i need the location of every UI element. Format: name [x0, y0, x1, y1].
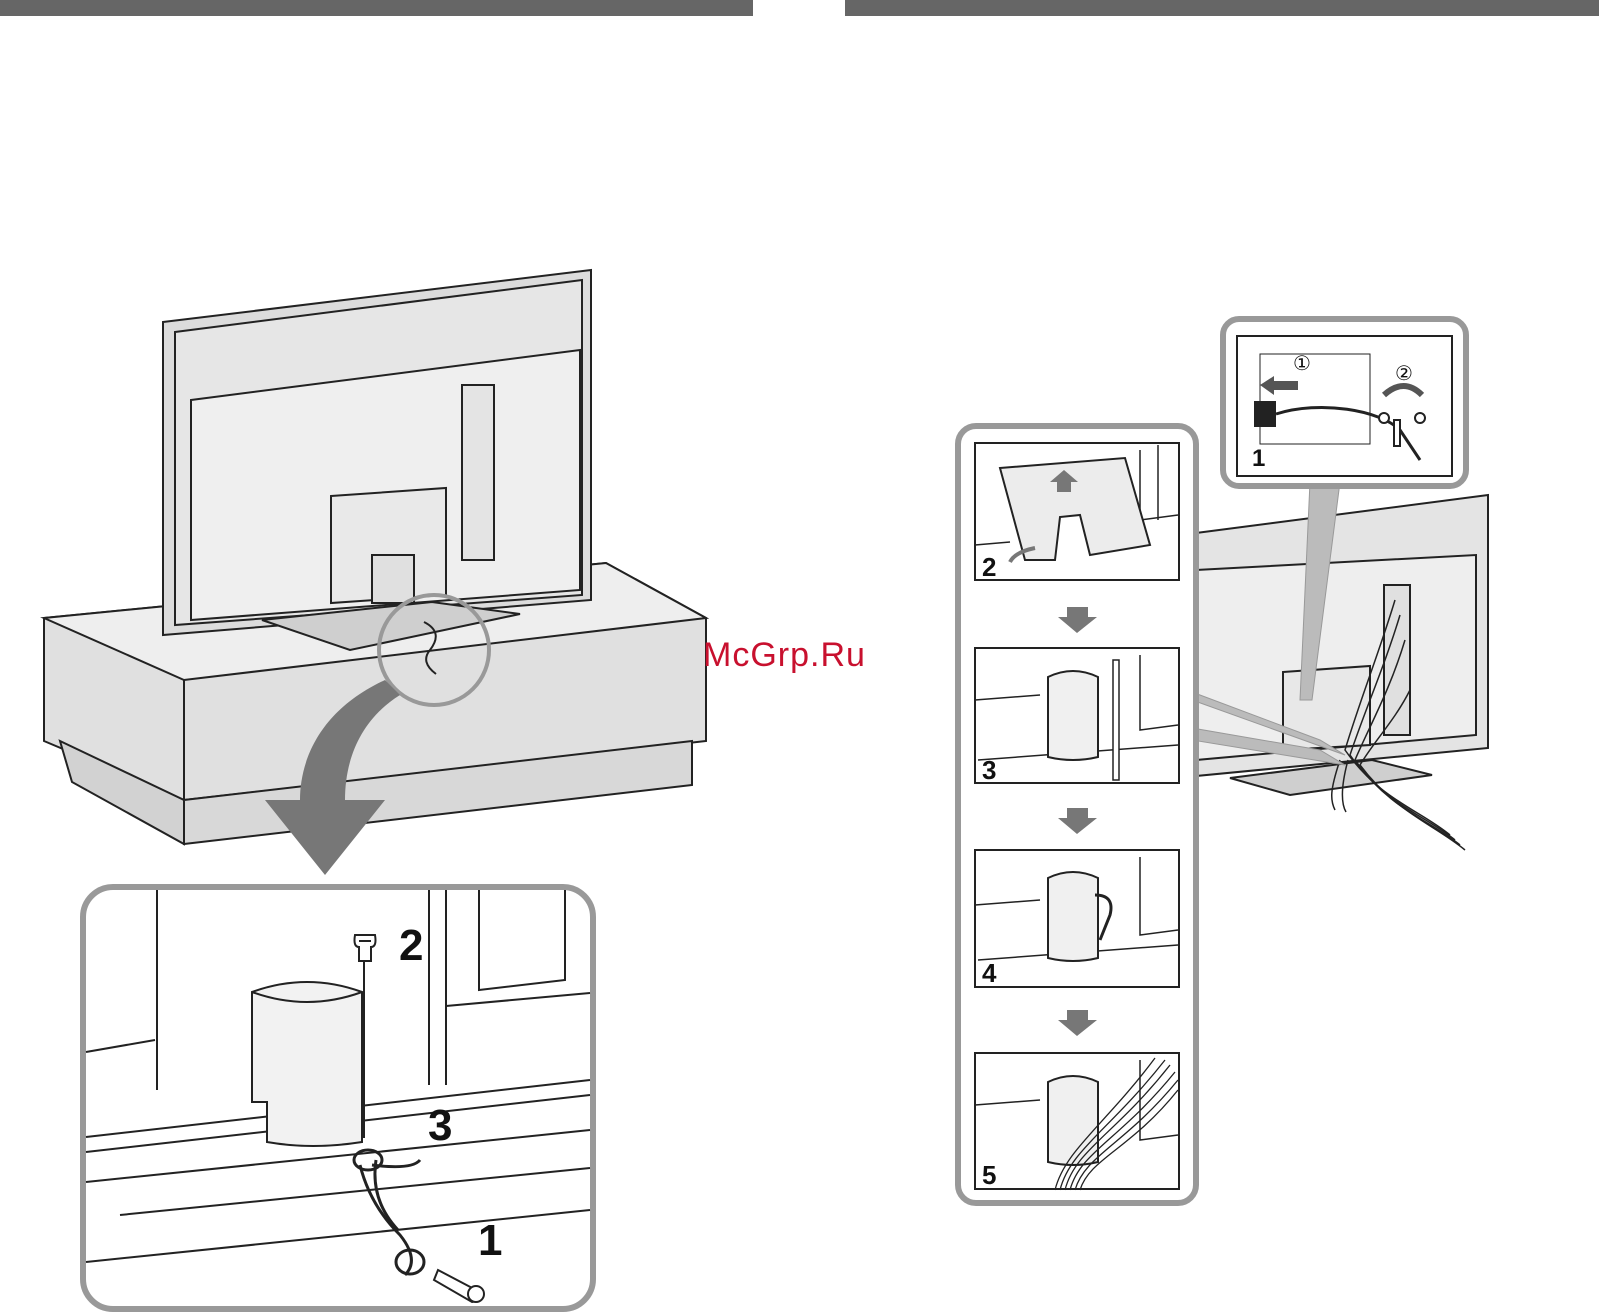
tv-rear-view: [163, 270, 591, 650]
tv-rear-right: [1196, 495, 1488, 795]
step-label-4-right: 4: [982, 958, 997, 988]
step-label-3-right: 3: [982, 755, 996, 785]
callout-plug-detail: ① ② 1: [1223, 319, 1466, 486]
detail-frame-left: 2 3 1: [83, 887, 593, 1309]
step-label-2: 2: [399, 921, 423, 970]
callout-step-label-1: 1: [1252, 445, 1265, 472]
step-panel-2: 2: [975, 443, 1179, 582]
circled-step-1: ①: [1293, 351, 1311, 375]
step-panel-4: 4: [975, 850, 1179, 988]
step-panel-3: 3: [975, 648, 1179, 785]
cable-holder-block: [252, 982, 362, 1146]
step-label-3: 3: [428, 1101, 452, 1150]
step-label-2-right: 2: [982, 552, 996, 582]
watermark-text: McGrp.Ru: [703, 636, 866, 675]
step-label-5-right: 5: [982, 1160, 996, 1190]
step-panel-5: 5: [975, 1053, 1179, 1190]
circled-step-2: ②: [1395, 361, 1413, 385]
step-label-1: 1: [478, 1216, 502, 1265]
